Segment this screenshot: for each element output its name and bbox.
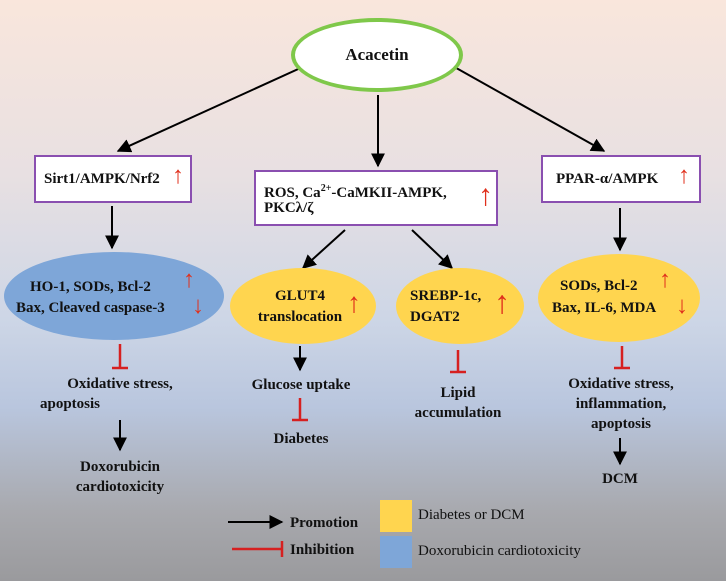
outcome-diabetes: Diabetes — [273, 431, 329, 447]
effect-glut4-line1: GLUT4 — [274, 288, 325, 304]
outcome-right-stress-line3: apoptosis — [590, 416, 652, 432]
outcome-lipid-line1: Lipid — [440, 385, 476, 401]
outcome-dcm: DCM — [602, 471, 638, 487]
effect-right-line2: Bax, IL-6, MDA — [552, 300, 657, 316]
effect-left-line2: Bax, Cleaved caspase-3 — [16, 300, 165, 316]
arrow-middle-to-glut4 — [301, 229, 346, 269]
legend-promotion-label: Promotion — [290, 515, 359, 531]
outcome-left-doxo-line1: Doxorubicin — [79, 459, 160, 475]
pathway-right-box — [541, 155, 701, 203]
outcome-left-stress-line1: Oxidative stress, — [67, 376, 173, 392]
outcome-right-stress-line1: Oxidative stress, — [568, 376, 674, 392]
outcome-left-stress-line2: apoptosis — [40, 396, 101, 412]
legend-inhibition-symbol — [232, 541, 284, 557]
outcome-glucose-uptake: Glucose uptake — [251, 377, 351, 393]
pathway-right-up-arrow: ↑ — [678, 163, 690, 189]
inhibit-right — [614, 346, 630, 370]
effect-right-up-arrow: ↑ — [659, 267, 671, 293]
effect-glut4-up-arrow: ↑ — [347, 288, 361, 319]
pathway-middle-box — [254, 170, 498, 226]
effect-right-ellipse — [538, 254, 700, 342]
root-label: Acacetin — [345, 45, 409, 64]
pathway-left-label: Sirt1/AMPK/Nrf2 — [44, 171, 160, 187]
legend-diabetes-swatch — [380, 500, 412, 532]
effect-glut4-line2: translocation — [257, 309, 343, 325]
pathway-right-label: PPAR-α/AMPK — [556, 171, 659, 187]
effect-left-up-arrow: ↑ — [183, 267, 195, 293]
effect-right-line1: SODs, Bcl-2 — [560, 278, 638, 294]
outcome-right-stress-line2: inflammation, — [575, 396, 667, 412]
effect-left-down-arrow: ↓ — [192, 293, 204, 319]
effect-srebp-up-arrow: ↑ — [494, 284, 510, 320]
effect-srebp-line1: SREBP-1c, — [410, 288, 482, 304]
effect-left-ellipse — [4, 252, 224, 340]
pathway-middle-up-arrow: ↑ — [478, 179, 493, 212]
root-node — [291, 18, 463, 92]
outcome-left-doxo-line2: cardiotoxicity — [75, 479, 165, 495]
effect-srebp-line2: DGAT2 — [410, 309, 460, 325]
pathway-left-box — [34, 155, 192, 203]
effect-srebp-ellipse — [396, 268, 524, 344]
pathway-middle-line2: PKCλ/ζ — [264, 200, 314, 216]
pathway-middle-line1: ROS, Ca2+-CaMKII-AMPK, — [264, 179, 447, 203]
pathway-middle-line1-text: ROS, Ca — [264, 185, 321, 201]
arrow-root-to-right — [441, 59, 606, 152]
effect-glut4-ellipse — [230, 268, 376, 344]
outcome-lipid-line2: accumulation — [414, 405, 502, 421]
inhibit-srebp — [450, 350, 466, 374]
legend-diabetes-label: Diabetes or DCM — [418, 507, 525, 523]
effect-right-down-arrow: ↓ — [676, 293, 688, 319]
arrow-root-to-left — [116, 59, 319, 153]
arrow-middle-to-srebp — [411, 229, 454, 269]
inhibit-glucose — [292, 398, 308, 422]
effect-left-line1: HO-1, SODs, Bcl-2 — [30, 279, 151, 295]
legend-doxorubicin-swatch — [380, 536, 412, 568]
pathway-left-up-arrow: ↑ — [172, 163, 184, 189]
legend-inhibition-label: Inhibition — [290, 542, 355, 558]
legend-doxorubicin-label: Doxorubicin cardiotoxicity — [418, 543, 581, 559]
inhibit-left — [112, 344, 128, 370]
pathway-middle-line1b-text: -CaMKII-AMPK, — [331, 185, 447, 201]
pathway-middle-sup: 2+ — [320, 183, 332, 194]
